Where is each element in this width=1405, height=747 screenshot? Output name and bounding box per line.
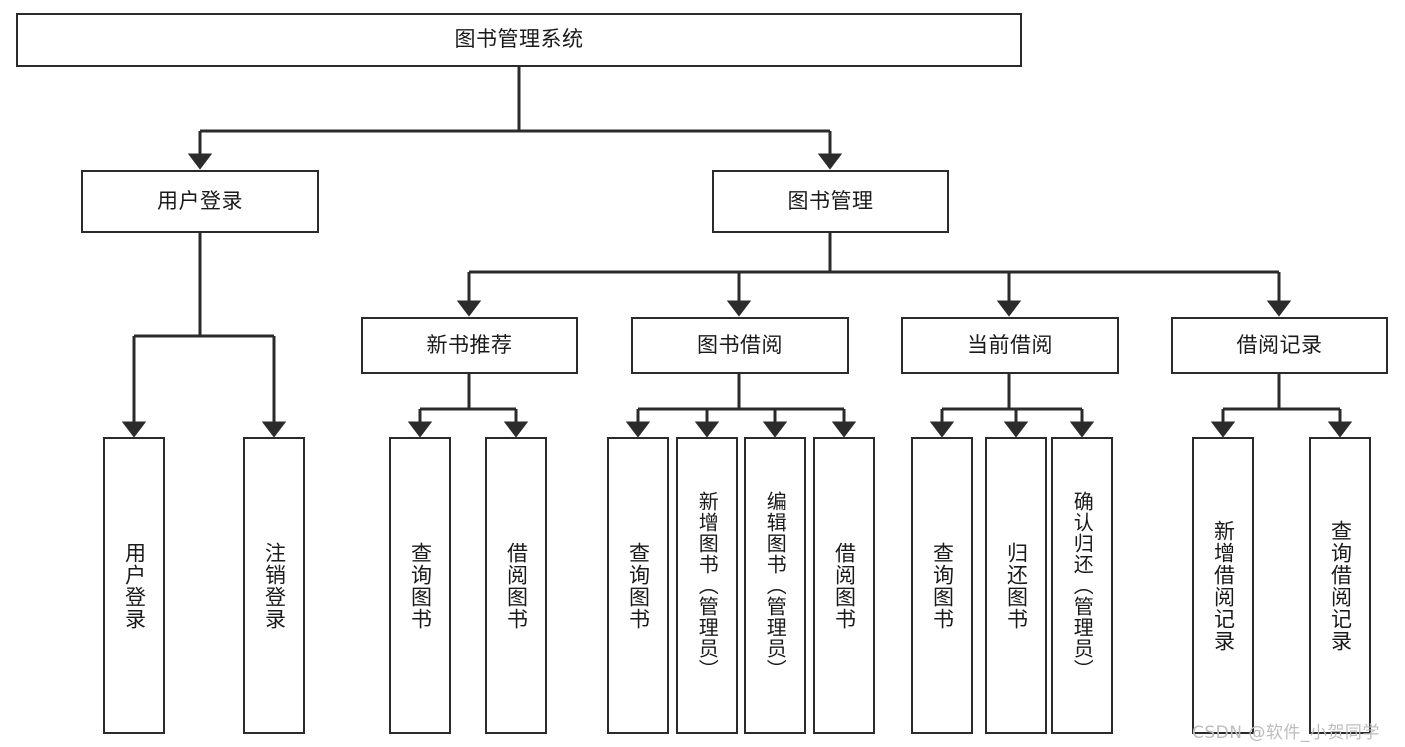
node-leaf-borrow-book-1[interactable]: 借阅图书 xyxy=(485,437,547,734)
node-borrow-record[interactable]: 借阅记录 xyxy=(1171,317,1388,374)
node-leaf-add-book-admin[interactable]: 新增图书（管理员） xyxy=(676,437,738,734)
node-user-login[interactable]: 用户登录 xyxy=(81,170,319,233)
node-book-borrow-label: 图书借阅 xyxy=(697,332,783,357)
node-book-manage[interactable]: 图书管理 xyxy=(712,170,949,233)
borrow-record-to-leaves-connectors xyxy=(1210,374,1353,438)
node-root-system-label: 图书管理系统 xyxy=(454,27,584,52)
node-leaf-logout-label: 注销登录 xyxy=(262,541,287,630)
node-current-borrow[interactable]: 当前借阅 xyxy=(901,317,1119,374)
node-leaf-query-book-1-label: 查询图书 xyxy=(408,541,433,630)
node-leaf-user-login-label: 用户登录 xyxy=(122,541,147,630)
node-current-borrow-label: 当前借阅 xyxy=(967,332,1053,357)
node-leaf-return-book[interactable]: 归还图书 xyxy=(985,437,1047,734)
node-new-book-rec-label: 新书推荐 xyxy=(426,332,513,357)
node-leaf-borrow-book-2-label: 借阅图书 xyxy=(832,541,857,630)
node-leaf-query-borrow-record[interactable]: 查询借阅记录 xyxy=(1309,437,1371,734)
node-leaf-query-book-3[interactable]: 查询图书 xyxy=(911,437,973,734)
csdn-watermark: CSDN @软件_小贺同学 xyxy=(1192,723,1380,743)
node-borrow-record-label: 借阅记录 xyxy=(1236,332,1323,357)
node-leaf-user-login[interactable]: 用户登录 xyxy=(103,437,165,734)
node-leaf-add-book-admin-label: 新增图书（管理员） xyxy=(695,491,720,680)
node-book-manage-label: 图书管理 xyxy=(787,188,874,213)
root-to-level2-connectors xyxy=(187,67,843,170)
node-leaf-query-book-3-label: 查询图书 xyxy=(930,541,955,630)
node-leaf-query-book-2[interactable]: 查询图书 xyxy=(607,437,669,734)
node-leaf-query-book-1[interactable]: 查询图书 xyxy=(389,437,451,734)
node-leaf-return-book-label: 归还图书 xyxy=(1004,541,1029,630)
book-borrow-to-leaves-connectors xyxy=(625,374,857,438)
node-leaf-borrow-book-2[interactable]: 借阅图书 xyxy=(813,437,875,734)
node-leaf-logout[interactable]: 注销登录 xyxy=(243,437,305,734)
user-login-to-leaves-connectors xyxy=(121,233,287,438)
node-leaf-add-borrow-record[interactable]: 新增借阅记录 xyxy=(1192,437,1254,734)
node-user-login-label: 用户登录 xyxy=(157,188,243,213)
node-leaf-confirm-return-admin[interactable]: 确认归还（管理员） xyxy=(1051,437,1113,734)
node-root-system[interactable]: 图书管理系统 xyxy=(16,13,1022,67)
node-leaf-confirm-return-admin-label: 确认归还（管理员） xyxy=(1070,491,1095,680)
new-book-rec-to-leaves-connectors xyxy=(407,374,529,438)
node-leaf-edit-book-admin-label: 编辑图书（管理员） xyxy=(763,491,788,680)
node-leaf-query-borrow-record-label: 查询借阅记录 xyxy=(1328,519,1353,652)
node-new-book-rec[interactable]: 新书推荐 xyxy=(361,317,578,374)
node-leaf-query-book-2-label: 查询图书 xyxy=(626,541,651,630)
book-manage-to-level3-connectors xyxy=(456,233,1292,317)
node-leaf-add-borrow-record-label: 新增借阅记录 xyxy=(1211,519,1236,652)
node-leaf-edit-book-admin[interactable]: 编辑图书（管理员） xyxy=(744,437,806,734)
current-borrow-to-leaves-connectors xyxy=(929,374,1095,438)
node-book-borrow[interactable]: 图书借阅 xyxy=(631,317,849,374)
node-leaf-borrow-book-1-label: 借阅图书 xyxy=(504,541,529,630)
